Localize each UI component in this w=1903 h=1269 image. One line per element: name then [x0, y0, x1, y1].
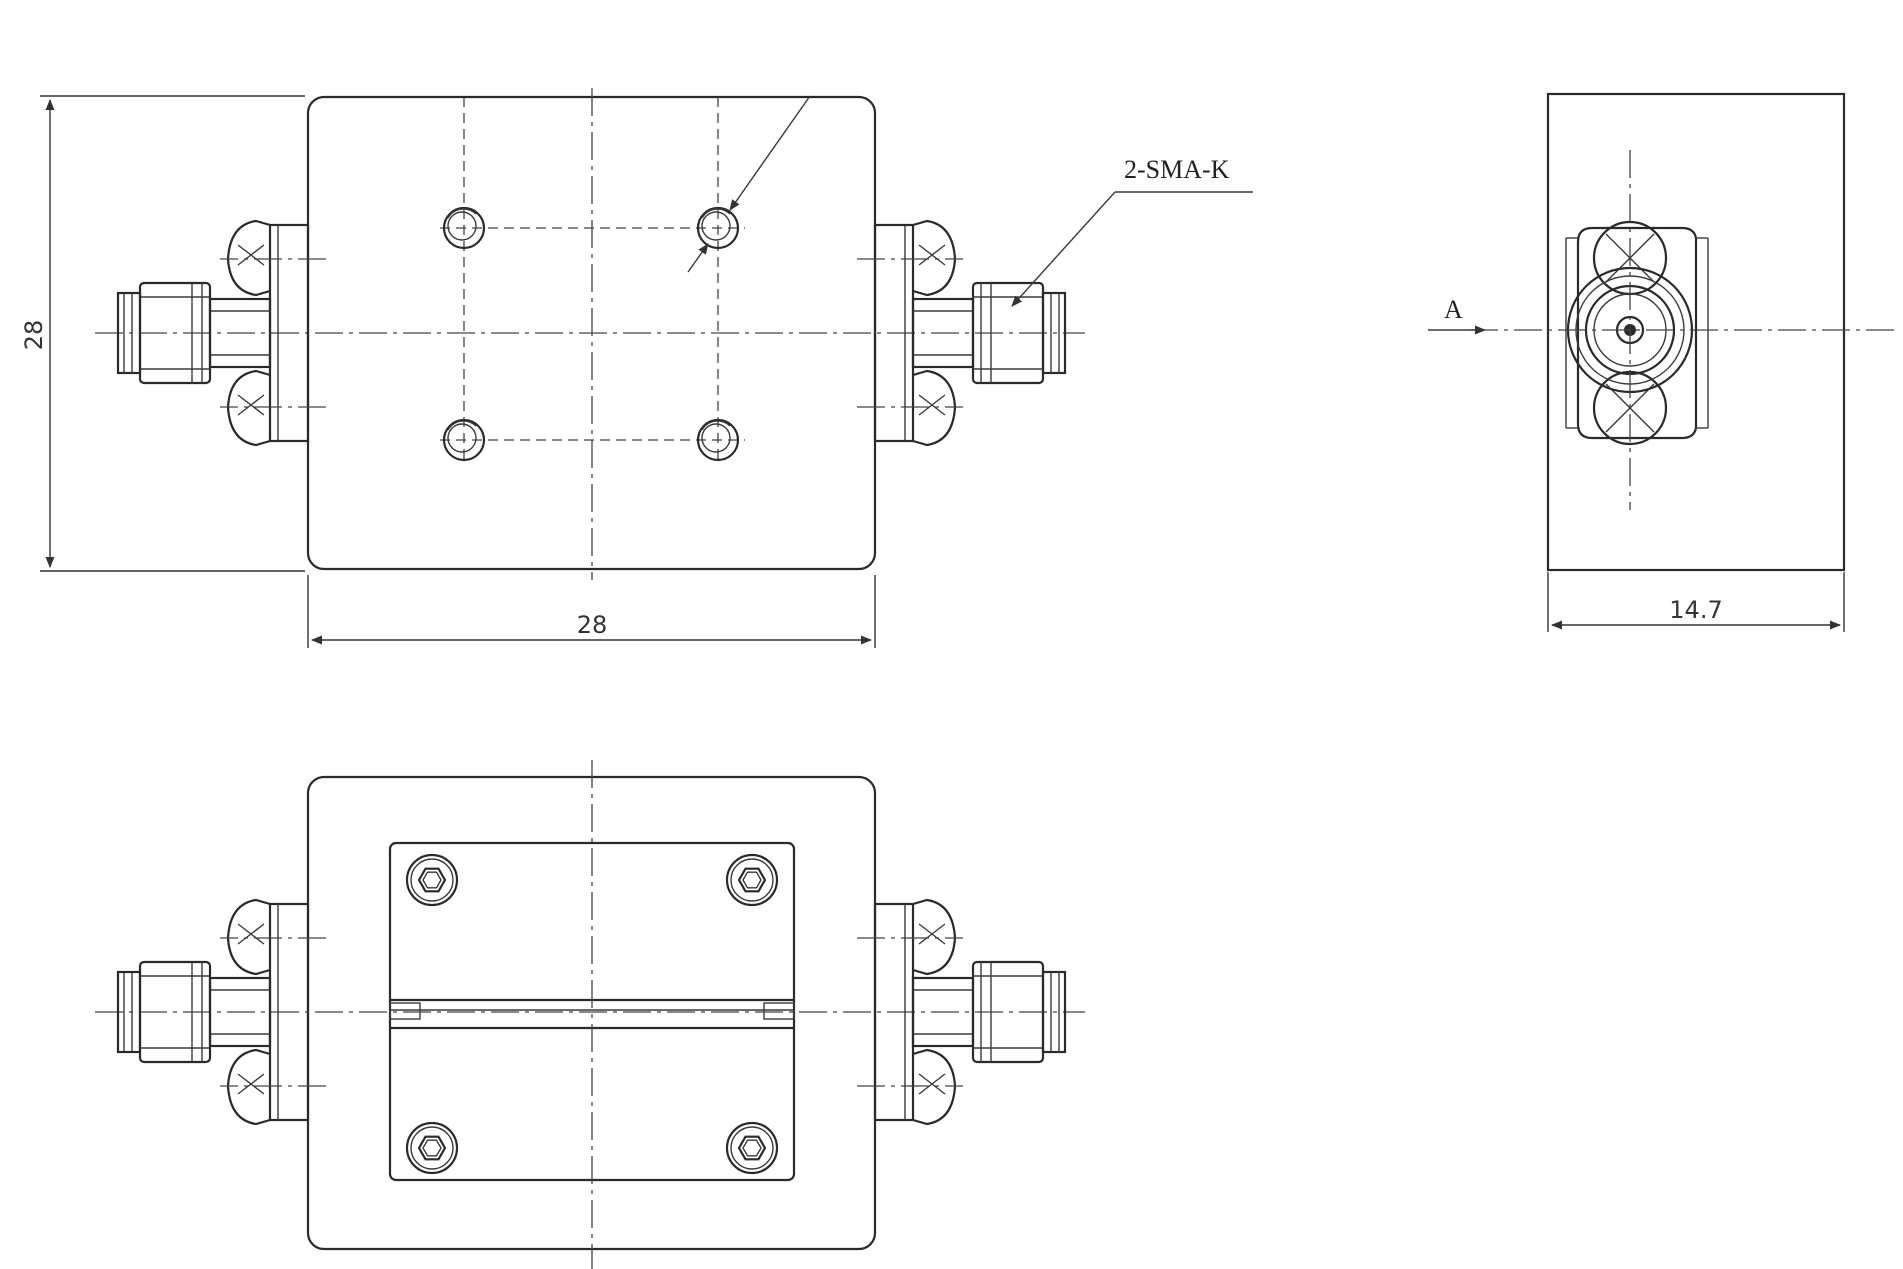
side-body [1546, 92, 1846, 572]
dim-height-label: 28 [20, 320, 48, 351]
dim-depth-label: 14.7 [1669, 596, 1722, 624]
connector-label: 2-SMA-K [1124, 155, 1230, 184]
bottom-view [95, 760, 1085, 1269]
dim-width-label: 28 [577, 611, 608, 639]
side-view: A 14.7 [1428, 92, 1900, 632]
view-label-a: A [1444, 295, 1463, 324]
front-view: 2-SMA-K 28 28 [20, 88, 1253, 648]
